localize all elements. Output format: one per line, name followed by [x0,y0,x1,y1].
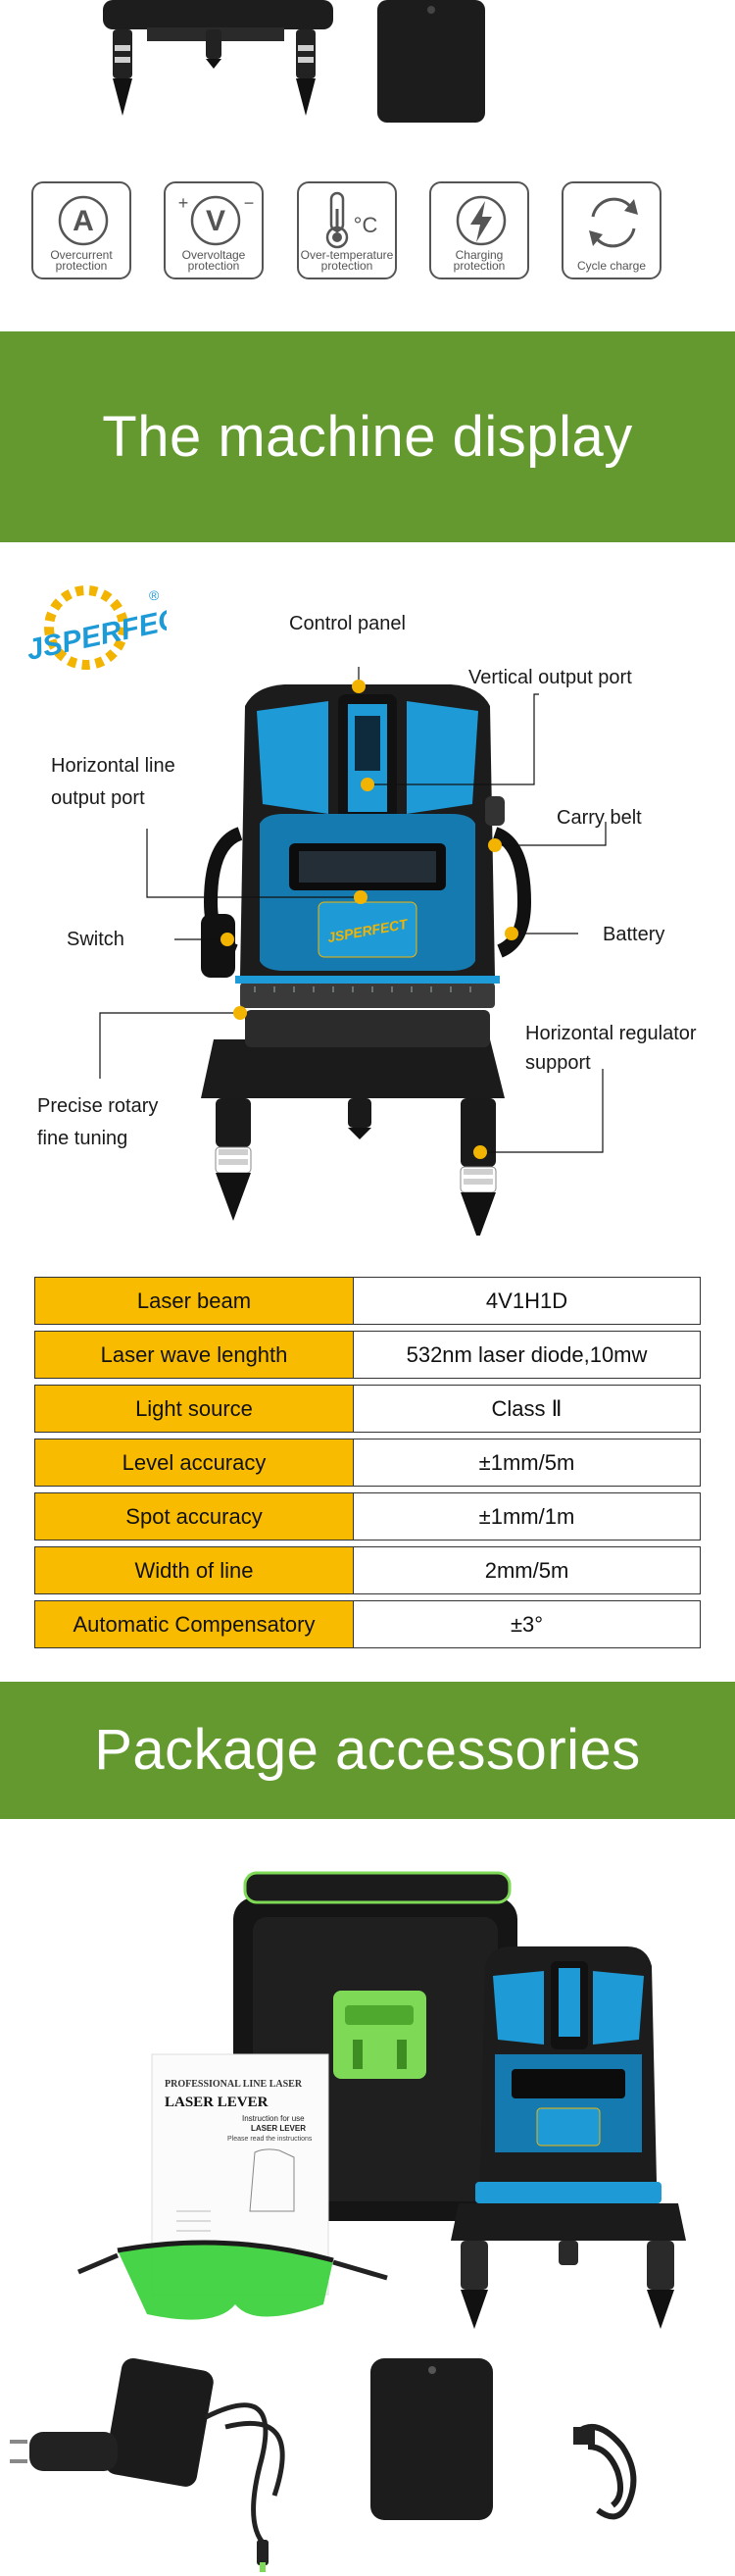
charger-plug-icon [10,2357,285,2572]
protection-features: A Overcurrent protection V + − Overvolta… [0,181,735,284]
feature-overcurrent: A Overcurrent protection [31,181,131,279]
spec-value: ±3° [353,1600,701,1648]
svg-text:A: A [73,205,94,237]
gear-icon [44,585,128,670]
laser-level-illustration: JSPERFECT [99,667,607,1236]
machine-display-section: JSPERFECT ® [0,549,735,1236]
svg-text:V: V [206,205,225,237]
safety-goggles-icon [77,2240,388,2320]
table-row: Laser wave lenghth 532nm laser diode,10m… [34,1331,701,1379]
table-row: Level accuracy ±1mm/5m [34,1439,701,1487]
spec-key: Automatic Compensatory [34,1600,353,1648]
spec-table: Laser beam 4V1H1D Laser wave lenghth 532… [34,1277,701,1654]
ampere-icon: A [58,195,109,246]
battery-pack-icon [370,2358,493,2520]
svg-text:LASER LEVER: LASER LEVER [251,2124,306,2133]
spec-value: 4V1H1D [353,1277,701,1325]
table-row: Laser beam 4V1H1D [34,1277,701,1325]
feature-label: Overcurrent protection [50,248,113,273]
feature-label: Charging protection [453,248,506,273]
lightning-icon [456,195,507,246]
brand-logo: JSPERFECT ® [24,585,167,670]
package-contents-illustration: PROFESSIONAL LINE LASER LASER LEVER Inst… [10,1871,686,2572]
spec-key: Width of line [34,1546,353,1594]
spec-key: Light source [34,1385,353,1433]
spec-value: Class Ⅱ [353,1385,701,1433]
spec-value: 2mm/5m [353,1546,701,1594]
callout-switch: Switch [67,929,124,950]
table-row: Spot accuracy ±1mm/1m [34,1492,701,1541]
belt-clip-icon [573,2424,637,2520]
cycle-arrows-icon [589,197,638,248]
thermometer-icon: °C [325,191,378,249]
feature-cycle-charge: Cycle charge [562,181,662,279]
spec-key: Spot accuracy [34,1492,353,1541]
package-accessories-section: PROFESSIONAL LINE LASER LASER LEVER Inst… [0,1819,735,2576]
feature-label: Cycle charge [576,259,647,273]
feature-overvoltage: V + − Overvoltage protection [164,181,264,279]
spec-value: ±1mm/5m [353,1439,701,1487]
svg-text:®: ® [149,587,160,603]
spec-key: Level accuracy [34,1439,353,1487]
spec-value: 532nm laser diode,10mw [353,1331,701,1379]
callout-horizontal-line-output-1: Horizontal line [51,755,175,777]
callout-battery: Battery [603,924,665,945]
section-title: Package accessories [94,1718,641,1782]
callout-vertical-output-port: Vertical output port [468,667,632,688]
section-title: The machine display [102,405,633,469]
feature-over-temperature: °C Over-temperature protection [297,181,397,279]
svg-text:Instruction for use: Instruction for use [242,2114,305,2123]
callout-carry-belt: Carry belt [557,807,642,829]
feature-label: Over-temperature protection [300,248,394,273]
callout-precise-rotary-2: fine tuning [37,1128,128,1149]
spec-key: Laser beam [34,1277,353,1325]
callout-precise-rotary-1: Precise rotary [37,1095,159,1117]
callout-control-panel: Control panel [289,613,406,634]
table-row: Light source Class Ⅱ [34,1385,701,1433]
svg-text:LASER LEVER: LASER LEVER [165,2095,269,2110]
callout-horizontal-line-output-2: output port [51,787,145,809]
voltage-icon: V + − [178,193,255,246]
feature-charging: Charging protection [429,181,529,279]
table-row: Width of line 2mm/5m [34,1546,701,1594]
svg-text:PROFESSIONAL LINE LASER: PROFESSIONAL LINE LASER [165,2079,303,2090]
spec-value: ±1mm/1m [353,1492,701,1541]
svg-text:+: + [178,193,189,213]
spec-key: Laser wave lenghth [34,1331,353,1379]
section-banner-package-accessories: Package accessories [0,1682,735,1819]
feature-label: Overvoltage protection [181,248,246,273]
callout-horizontal-regulator-2: support [525,1052,591,1074]
svg-text:Please read the instructions: Please read the instructions [227,2136,313,2143]
table-row: Automatic Compensatory ±3° [34,1600,701,1648]
laser-base-image [103,0,485,123]
top-product-fragment [0,0,735,132]
section-banner-machine-display: The machine display [0,331,735,542]
svg-text:°C: °C [354,213,378,237]
callout-horizontal-regulator-1: Horizontal regulator [525,1023,697,1044]
laser-level-icon [451,1946,686,2329]
svg-text:−: − [244,193,255,213]
